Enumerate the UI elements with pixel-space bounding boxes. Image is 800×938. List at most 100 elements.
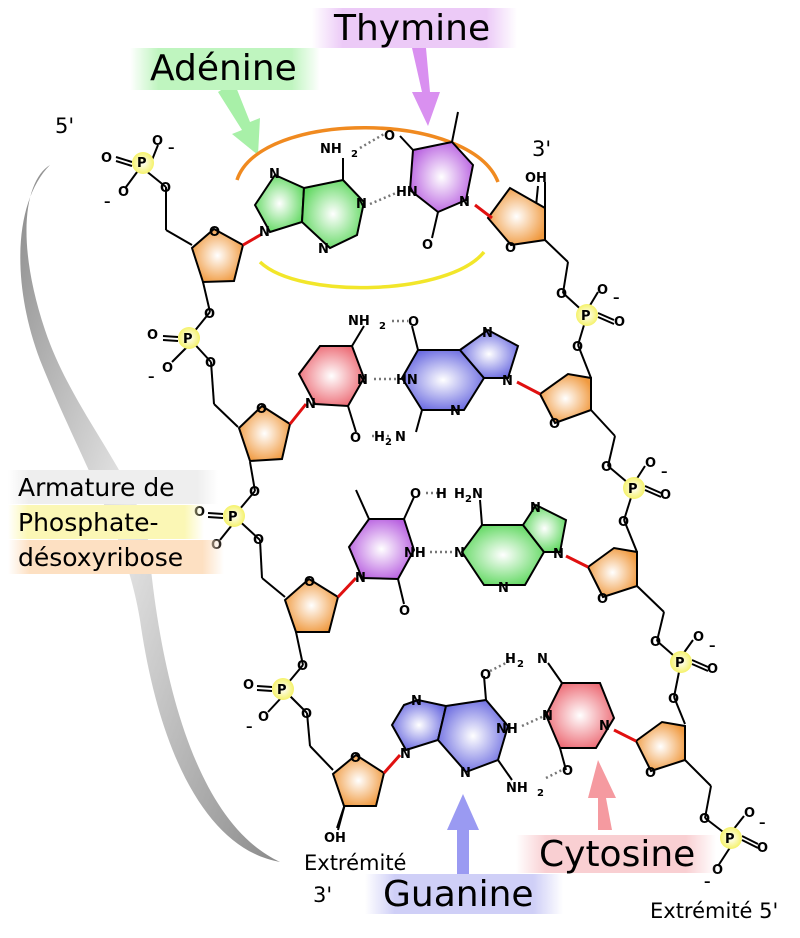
sugar-1 bbox=[190, 227, 245, 284]
label-cytosine: Cytosine bbox=[539, 834, 695, 875]
atom-h: H bbox=[454, 487, 465, 502]
atom-n: N bbox=[502, 374, 513, 389]
atom-o: O bbox=[152, 134, 163, 149]
atom-n: N bbox=[411, 694, 422, 709]
label-end-3-line2: 3' bbox=[313, 883, 332, 907]
atom-n: N bbox=[400, 747, 411, 762]
atom-nh: NH bbox=[496, 722, 518, 737]
atom-charge: – bbox=[613, 291, 620, 306]
atom-o: O bbox=[256, 402, 267, 417]
atom-p: P bbox=[228, 510, 238, 525]
atom-n: N bbox=[599, 719, 610, 734]
atom-charge: – bbox=[759, 816, 766, 831]
atom-charge: – bbox=[104, 195, 111, 210]
atom-o: O bbox=[556, 287, 567, 302]
atom-o: O bbox=[601, 460, 612, 475]
atom-n: N bbox=[269, 167, 280, 182]
guanine-label-highlight bbox=[365, 874, 563, 914]
atom-subscript: 2 bbox=[379, 321, 386, 332]
atom-n: N bbox=[498, 581, 509, 596]
atom-o: O bbox=[408, 315, 419, 330]
backbone-highlight-3 bbox=[8, 540, 224, 574]
atom-n: N bbox=[395, 430, 406, 445]
atom-p: P bbox=[183, 332, 193, 347]
atom-o: O bbox=[597, 592, 608, 607]
sugar-5 bbox=[486, 186, 546, 247]
atom-subscript: 2 bbox=[385, 437, 392, 448]
cytosine-label-highlight bbox=[516, 835, 716, 873]
atom-o: O bbox=[645, 456, 656, 471]
atom-o: O bbox=[660, 488, 671, 503]
atom-n: N bbox=[530, 501, 541, 516]
phosphate-4 bbox=[272, 678, 294, 700]
hydrogen-bonds bbox=[359, 132, 563, 780]
cytosine-arrow bbox=[588, 760, 616, 830]
atom-p: P bbox=[137, 156, 147, 171]
label-3-prime: 3' bbox=[532, 137, 551, 161]
atom-o: O bbox=[162, 361, 173, 376]
atom-n: N bbox=[472, 487, 483, 502]
yellow-arc bbox=[258, 250, 486, 290]
phosphate-1 bbox=[132, 152, 154, 174]
sugar-4 bbox=[331, 753, 386, 807]
substituent-bonds bbox=[342, 111, 567, 781]
atom-n: N bbox=[318, 242, 329, 257]
atom-subscript: 2 bbox=[351, 149, 358, 160]
sugar-2 bbox=[237, 404, 292, 463]
atom-p: P bbox=[725, 832, 735, 847]
atom-o: O bbox=[205, 356, 216, 371]
atom-o: O bbox=[707, 662, 718, 677]
label-backbone-3: désoxyribose bbox=[18, 543, 183, 572]
atom-o: O bbox=[399, 604, 410, 619]
base-guanine-2 bbox=[400, 328, 520, 411]
atom-o: O bbox=[650, 635, 661, 650]
atom-o: O bbox=[350, 431, 361, 446]
atom-o: O bbox=[209, 225, 220, 240]
atom-o: O bbox=[297, 659, 308, 674]
atom-o: O bbox=[699, 812, 710, 827]
atom-p: P bbox=[581, 309, 591, 324]
label-backbone-2: Phosphate- bbox=[18, 508, 158, 537]
atom-p: P bbox=[628, 482, 638, 497]
thymine-label-highlight bbox=[312, 8, 517, 48]
adenine-arrow bbox=[218, 82, 260, 155]
atom-subscript: 2 bbox=[465, 494, 472, 505]
label-thymine: Thymine bbox=[333, 8, 490, 49]
phosphate-groups bbox=[132, 152, 742, 849]
adenine-label-highlight bbox=[130, 48, 320, 90]
atom-nh: NH bbox=[404, 546, 426, 561]
atom-p: P bbox=[675, 656, 685, 671]
atom-o: O bbox=[562, 764, 573, 779]
atom-subscript: 2 bbox=[537, 788, 544, 799]
atom-o: O bbox=[160, 181, 171, 196]
atom-oh: OH bbox=[324, 831, 346, 846]
thymine-arrow bbox=[412, 48, 440, 126]
atom-o: O bbox=[572, 340, 583, 355]
atom-o: O bbox=[480, 668, 491, 683]
atom-o: O bbox=[668, 692, 679, 707]
atom-charge: – bbox=[168, 141, 175, 156]
atom-o: O bbox=[614, 315, 625, 330]
atom-n: N bbox=[454, 546, 465, 561]
atom-o: O bbox=[147, 328, 158, 343]
atom-n: N bbox=[305, 397, 316, 412]
label-adenine: Adénine bbox=[150, 48, 297, 89]
atom-nh2: NH bbox=[506, 781, 528, 796]
orange-arc bbox=[235, 126, 500, 183]
atom-o: O bbox=[301, 707, 312, 722]
guanine-arrow bbox=[447, 794, 479, 876]
atom-n: N bbox=[459, 195, 470, 210]
atom-o: O bbox=[505, 241, 516, 256]
atom-h: H bbox=[436, 487, 447, 502]
atom-subscript: 2 bbox=[517, 659, 524, 670]
atom-o: O bbox=[693, 630, 704, 645]
atom-nh2: NH bbox=[348, 314, 370, 329]
atom-n: N bbox=[542, 709, 553, 724]
atom-o: O bbox=[204, 307, 215, 322]
atom-n: N bbox=[460, 766, 471, 781]
atom-charge: – bbox=[661, 465, 668, 480]
atom-nh2: NH bbox=[320, 142, 342, 157]
atom-h: H bbox=[374, 430, 385, 445]
